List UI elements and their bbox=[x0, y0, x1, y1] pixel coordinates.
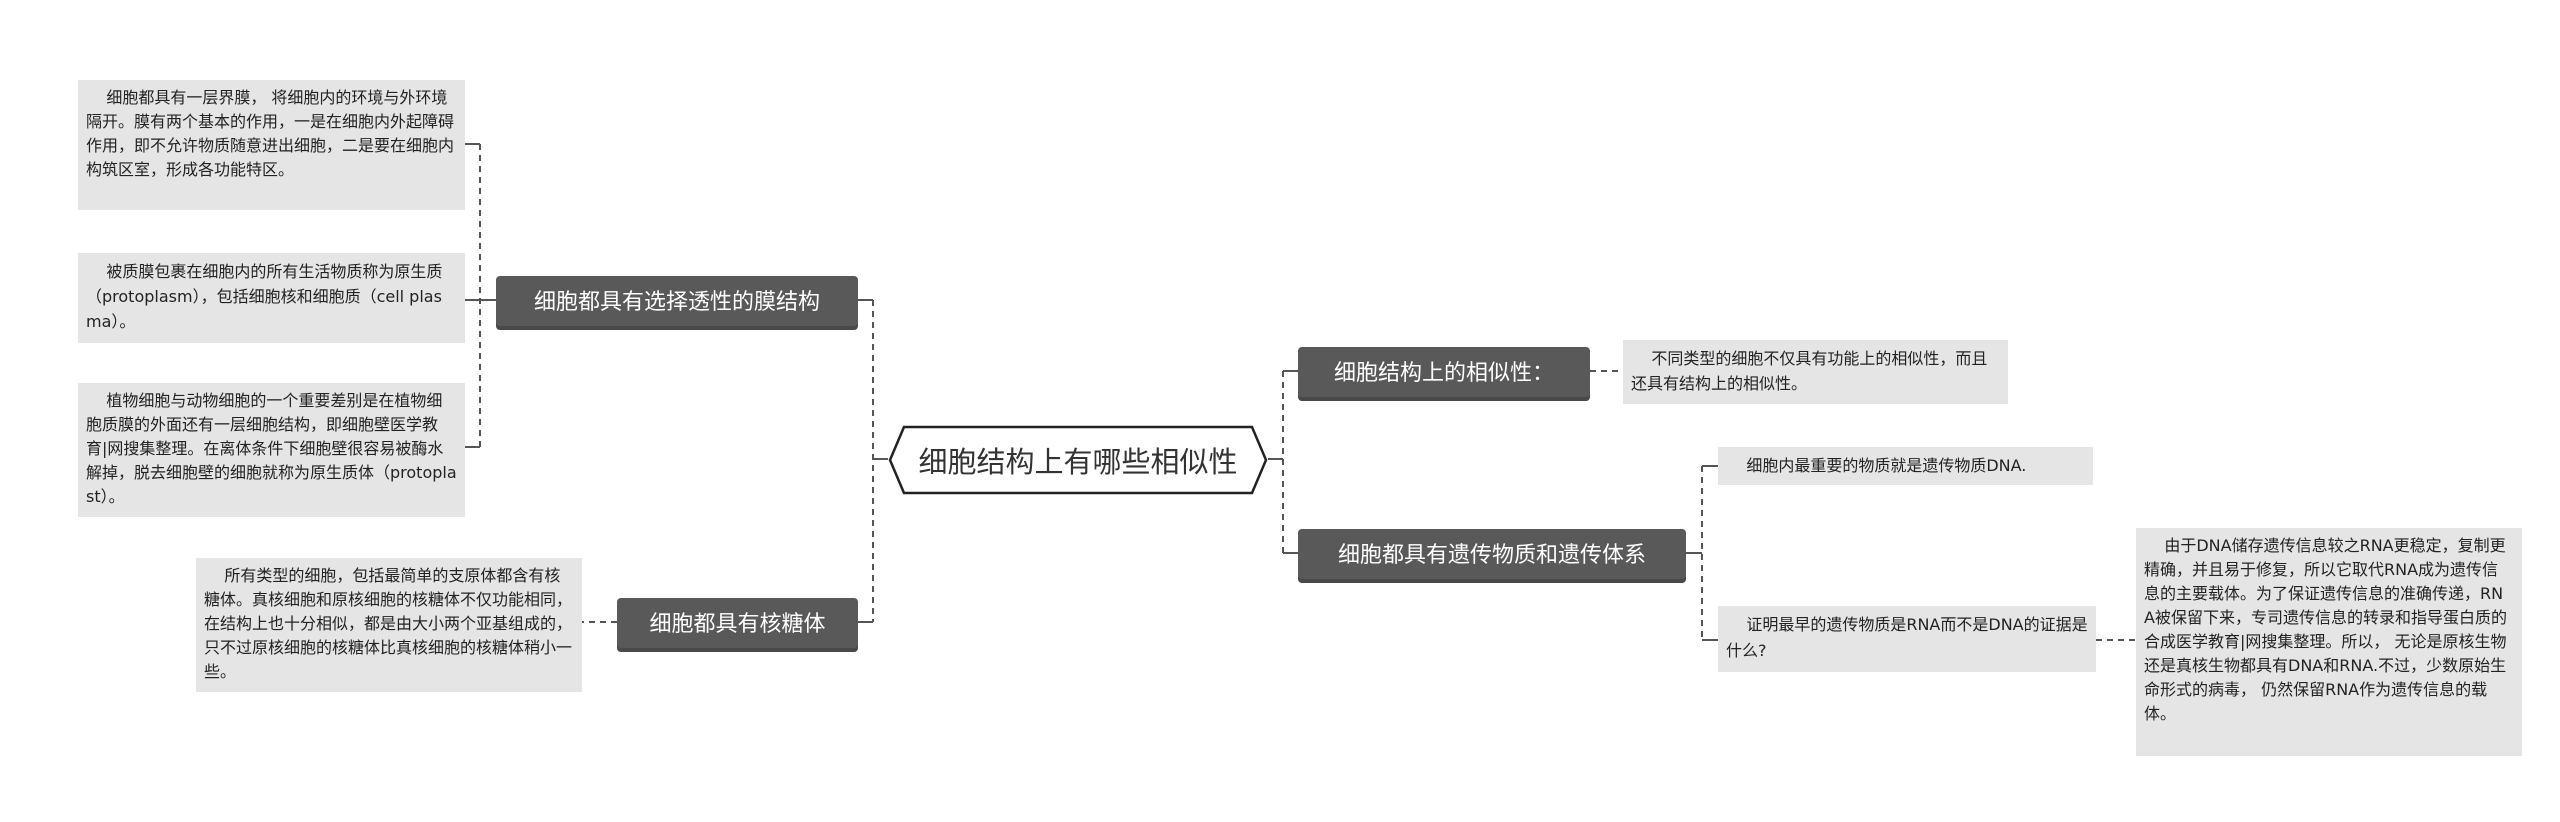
leaf-cell-wall: 植物细胞与动物细胞的一个重要差别是在植物细胞质膜的外面还有一层细胞结构，即细胞壁… bbox=[78, 383, 465, 517]
root-node[interactable]: 细胞结构上有哪些相似性 bbox=[888, 425, 1268, 495]
leaf-rna-answer: 由于DNA储存遗传信息较之RNA更稳定，复制更精确，并且易于修复，所以它取代RN… bbox=[2136, 528, 2522, 756]
branch-label: 细胞都具有核糖体 bbox=[649, 612, 826, 637]
leaf-ribosome: 所有类型的细胞，包括最简单的支原体都含有核糖体。真核细胞和原核细胞的核糖体不仅功… bbox=[196, 558, 582, 692]
branch-label: 细胞都具有遗传物质和遗传体系 bbox=[1337, 543, 1646, 568]
root-hexagon-shape bbox=[888, 425, 1268, 495]
branch-structural-similarity[interactable]: 细胞结构上的相似性： bbox=[1298, 347, 1590, 401]
branch-membrane-structure[interactable]: 细胞都具有选择透性的膜结构 bbox=[496, 276, 858, 330]
leaf-dna-material: 细胞内最重要的物质就是遗传物质DNA. bbox=[1718, 447, 2093, 485]
branch-genetic-material[interactable]: 细胞都具有遗传物质和遗传体系 bbox=[1298, 529, 1686, 583]
leaf-structural-similarity: 不同类型的细胞不仅具有功能上的相似性，而且还具有结构上的相似性。 bbox=[1623, 340, 2008, 404]
leaf-protoplasm: 被质膜包裹在细胞内的所有生活物质称为原生质（protoplasm），包括细胞核和… bbox=[78, 253, 465, 343]
branch-label: 细胞都具有选择透性的膜结构 bbox=[533, 290, 820, 315]
branch-label: 细胞结构上的相似性： bbox=[1333, 361, 1554, 386]
leaf-rna-question: 证明最早的遗传物质是RNA而不是DNA的证据是什么? bbox=[1718, 606, 2096, 672]
leaf-cell-membrane: 细胞都具有一层界膜， 将细胞内的环境与外环境隔开。膜有两个基本的作用，一是在细胞… bbox=[78, 80, 465, 210]
branch-ribosome[interactable]: 细胞都具有核糖体 bbox=[617, 598, 858, 652]
root-label: 细胞结构上有哪些相似性 bbox=[918, 445, 1238, 479]
